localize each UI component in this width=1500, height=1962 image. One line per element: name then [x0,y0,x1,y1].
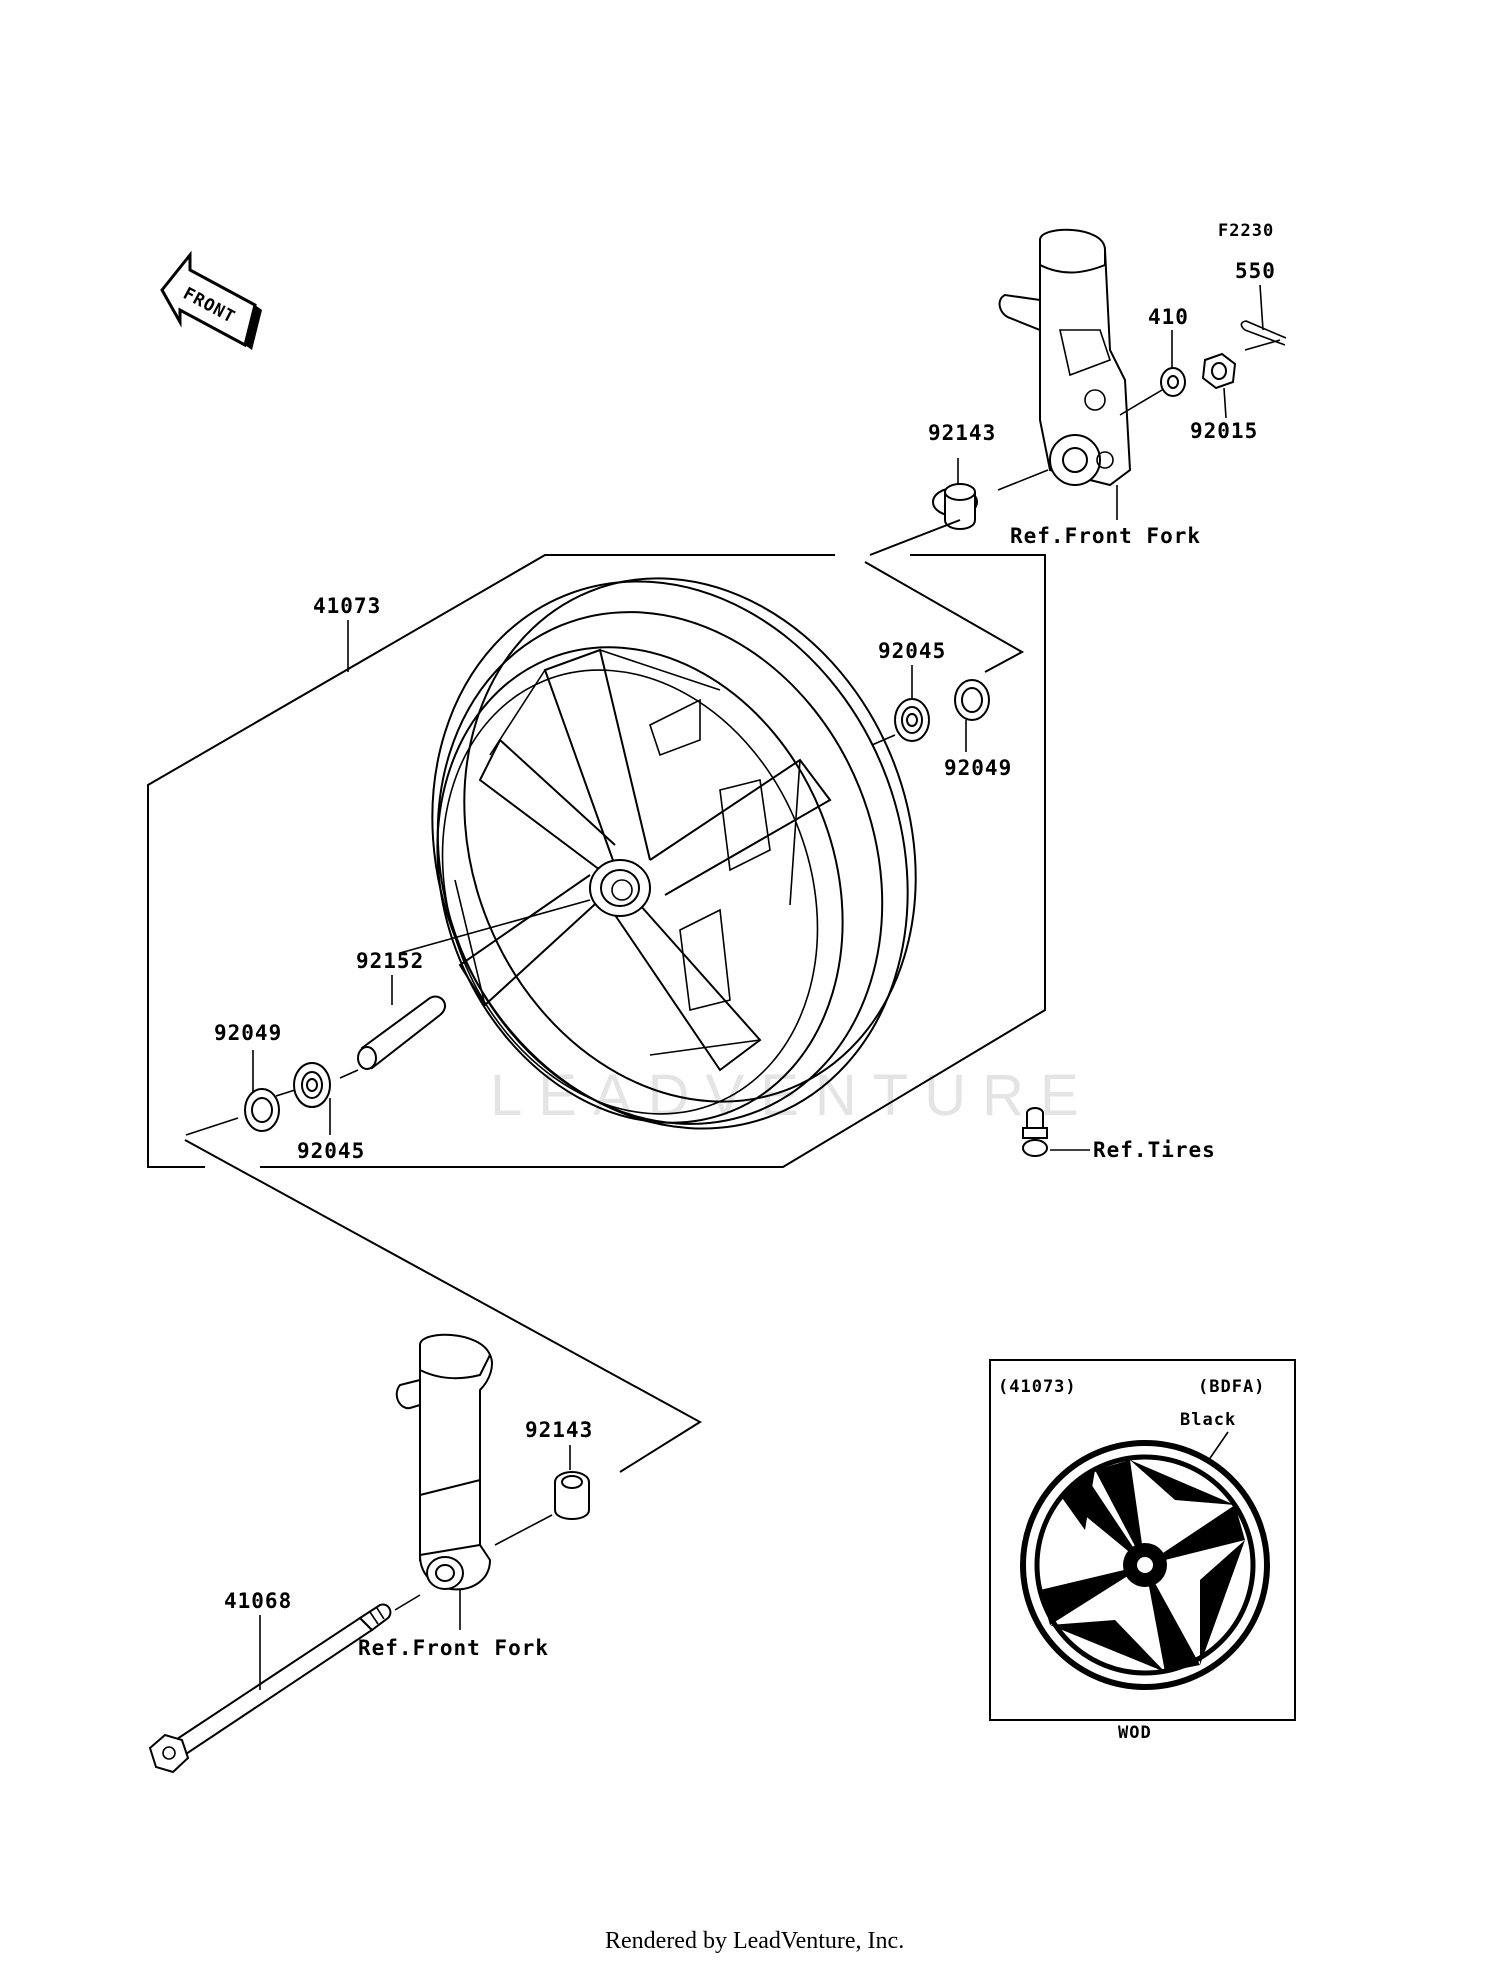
ref-front-fork-bottom-label: Ref.Front Fork [358,1636,549,1660]
bearing-92045-right-icon [894,698,930,742]
inset-color-label: Black [1180,1410,1236,1430]
spacer-92152-icon [357,995,446,1070]
inset-variant-code: (BDFA) [1198,1377,1265,1397]
collar-92143-bottom-icon [554,1471,590,1520]
part-92143-top-label: 92143 [928,421,996,445]
part-92143-bottom-label: 92143 [525,1418,593,1442]
inset-wheel-black-icon [1020,1440,1270,1690]
oil-seal-92049-right-icon [954,679,990,721]
part-92045-right-label: 92045 [878,639,946,663]
part-550-label: 550 [1235,259,1276,283]
variant-inset-panel: (41073) (BDFA) Black WOD [989,1359,1296,1743]
ref-front-fork-top-label: Ref.Front Fork [1010,524,1201,548]
collar-92143-top-icon [932,483,978,530]
oil-seal-92049-left-icon [244,1088,280,1132]
part-92045-left-label: 92045 [297,1139,365,1163]
tire-valve-icon [1022,1107,1048,1157]
front-axle-41068-icon [148,1603,392,1774]
footer-credit: Rendered by LeadVenture, Inc. [605,1928,904,1954]
part-41068-label: 41068 [224,1589,292,1613]
part-92152-label: 92152 [356,949,424,973]
part-92049-right-label: 92049 [944,756,1012,780]
inset-part-no: (41073) [998,1377,1077,1397]
part-41073-label: 41073 [313,594,381,618]
inset-footer-code: WOD [1118,1723,1152,1743]
front-direction-arrow-icon: FRONT [160,250,262,350]
watermark: LEADVENTURE [490,1063,1095,1128]
ref-tires-label: Ref.Tires [1093,1138,1216,1162]
part-92015-label: 92015 [1190,419,1258,443]
part-410-label: 410 [1148,305,1189,329]
front-wheel-41073 [431,577,917,1130]
front-fork-left-lower [395,1333,493,1591]
front-fork-right-upper [998,228,1132,487]
cotter-pin-icon [1240,320,1287,346]
washer-410-icon [1160,367,1186,397]
bearing-92045-left-icon [293,1062,331,1108]
part-92049-left-label: 92049 [214,1021,282,1045]
axle-nut-icon [1201,352,1237,390]
diagram-code: F2230 [1218,221,1274,241]
